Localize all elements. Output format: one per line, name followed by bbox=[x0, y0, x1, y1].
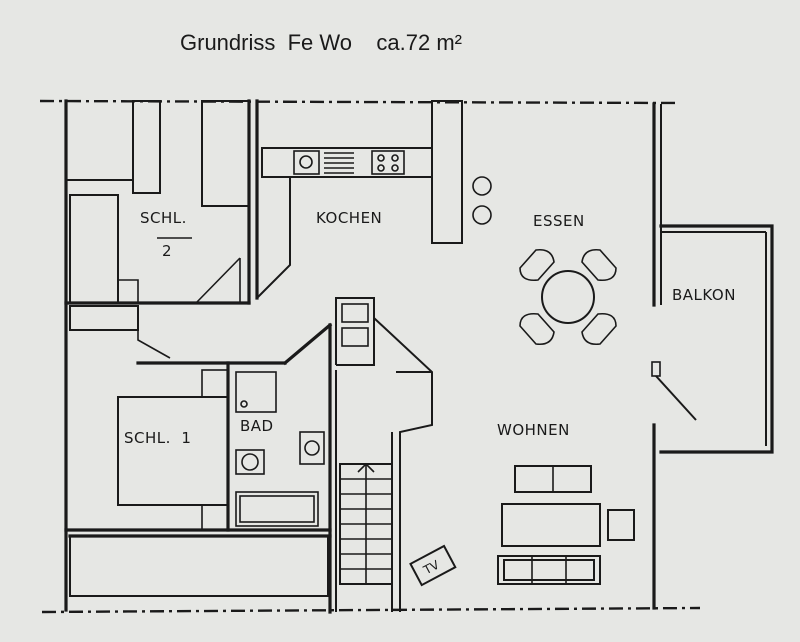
bar-stool bbox=[472, 205, 492, 225]
toilet bbox=[235, 449, 265, 475]
bed bbox=[117, 369, 229, 531]
tv-label: TV bbox=[420, 557, 442, 577]
bar-stool bbox=[472, 176, 492, 196]
living-furniture bbox=[497, 465, 635, 585]
sofa bbox=[501, 503, 601, 547]
room-label-bathroom: BAD bbox=[240, 417, 274, 435]
balcony-door bbox=[651, 361, 697, 421]
room-label-bedroom-2-number: 2 bbox=[162, 242, 172, 260]
staircase bbox=[339, 462, 393, 585]
room-label-living: WOHNEN bbox=[497, 421, 570, 439]
kitchen bbox=[255, 99, 492, 300]
balcony bbox=[659, 224, 774, 454]
room-label-balcony: BALKON bbox=[672, 286, 736, 304]
coffee-table bbox=[497, 555, 601, 585]
bathtub bbox=[235, 491, 319, 527]
bedroom-2-walls bbox=[64, 99, 251, 331]
side-table bbox=[607, 509, 635, 541]
room-label-bedroom-2: SCHL. bbox=[140, 209, 187, 227]
shower bbox=[235, 371, 277, 413]
room-label-dining: ESSEN bbox=[533, 212, 585, 230]
interior-walls bbox=[64, 297, 433, 614]
bathroom-fixtures bbox=[235, 371, 325, 527]
dining-table bbox=[519, 248, 617, 346]
outer-walls bbox=[39, 99, 701, 614]
kitchen-sink-drainer bbox=[324, 152, 354, 174]
washbasin bbox=[299, 431, 325, 465]
room-label-kitchen: KOCHEN bbox=[316, 209, 382, 227]
room-label-bedroom-1: SCHL. 1 bbox=[124, 429, 191, 447]
tv-set: TV bbox=[409, 544, 457, 587]
plan-title: Grundriss Fe Wo ca.72 m² bbox=[180, 30, 462, 55]
